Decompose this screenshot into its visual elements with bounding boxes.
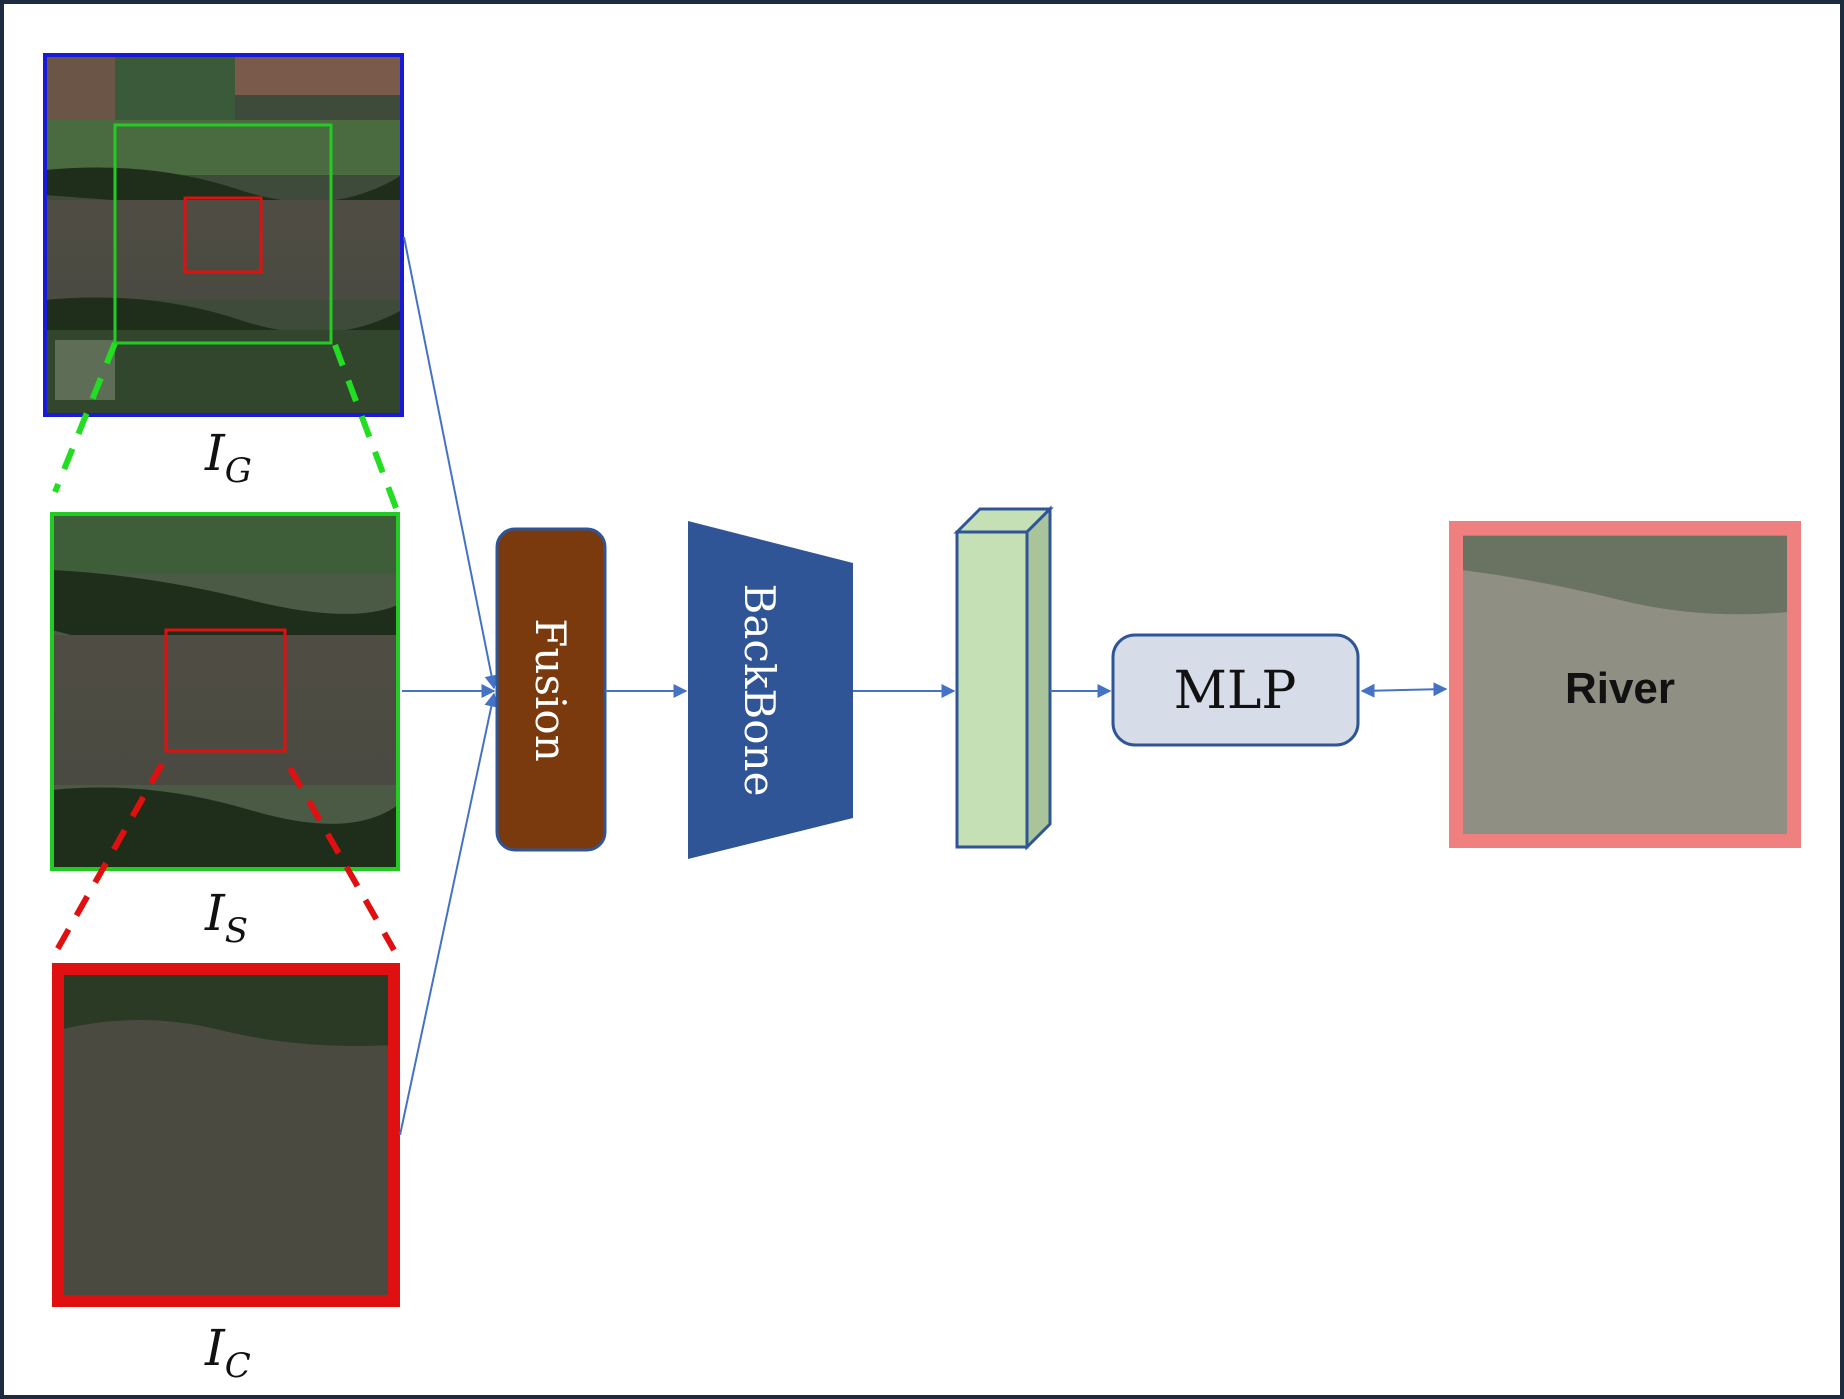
global-image-label: IG [204, 424, 252, 491]
scene-image-panel [50, 512, 400, 871]
scene-image-label: IS [204, 884, 248, 951]
arrow-center-to-fusion [399, 692, 499, 1136]
fusion-block [495, 527, 607, 852]
output-image-panel [1449, 521, 1801, 848]
backbone-block [688, 521, 853, 859]
zoom-connector-left [52, 341, 118, 494]
backbone-label: BackBone [735, 584, 784, 797]
arrow-global-to-fusion [403, 236, 499, 690]
mlp-block [1111, 633, 1360, 747]
global-image-panel [43, 53, 404, 417]
output-class-label: River [1565, 664, 1675, 713]
feature-vector-block [953, 505, 1054, 851]
center-image-panel [52, 963, 400, 1307]
mlp-label: MLP [1174, 661, 1297, 721]
arrow-mlp-output-bidirectional [1360, 682, 1448, 698]
fusion-label: Fusion [526, 618, 575, 762]
center-image-label: IC [204, 1319, 251, 1386]
zoom-connector-right [332, 343, 399, 510]
